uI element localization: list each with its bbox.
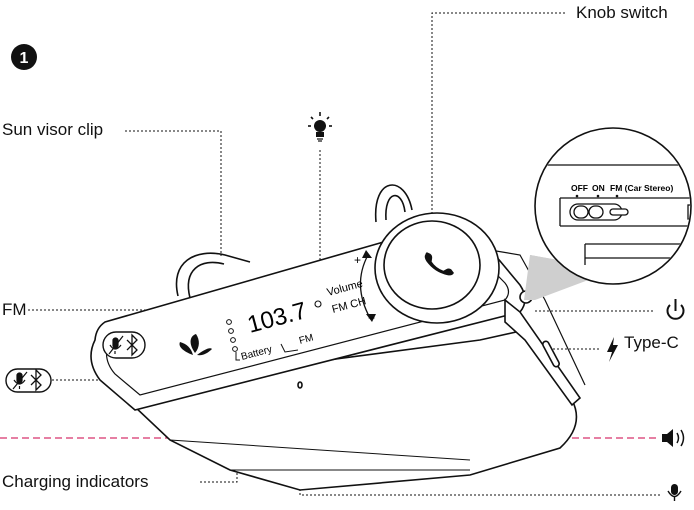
sun-visor-clip-label: Sun visor clip <box>2 120 104 139</box>
phone-icon <box>424 252 454 276</box>
step-number: 1 <box>20 50 29 67</box>
visor-leader <box>125 130 222 256</box>
speaker-icon <box>662 429 685 447</box>
leaf-logo-icon <box>179 334 212 356</box>
switch-off-label: OFF <box>571 183 588 193</box>
knob-leader <box>431 12 565 243</box>
step-badge: 1 <box>11 44 37 70</box>
light-bulb-icon <box>308 112 332 142</box>
power-icon <box>666 299 685 320</box>
charging-leader <box>200 330 238 483</box>
bluetooth-icon <box>30 368 42 392</box>
switch-detail-circle: OFF ON FM (Car Stereo) <box>534 127 692 285</box>
battery-dots <box>226 319 238 352</box>
lightning-icon <box>607 337 618 362</box>
switch-on-label: ON <box>592 183 605 193</box>
minus-label: − <box>368 311 375 325</box>
device-mic-mute-icon <box>108 335 124 355</box>
visor-clips <box>175 184 413 299</box>
device-body <box>90 219 586 491</box>
plus-label: + <box>354 253 361 267</box>
type-c-label: Type-C <box>624 333 679 352</box>
switch-fm-label: FM (Car Stereo) <box>610 183 673 193</box>
mic-mute-icon <box>12 371 28 390</box>
volume-arc <box>359 254 371 319</box>
knob-switch-label: Knob switch <box>576 3 668 22</box>
device-bluetooth-icon <box>126 333 138 357</box>
microphone-icon <box>667 484 682 501</box>
fm-label: FM <box>2 300 27 319</box>
mute-bluetooth-pill <box>5 368 52 393</box>
display-fm-label: FM <box>298 333 315 347</box>
charging-indicators-label: Charging indicators <box>2 472 149 491</box>
